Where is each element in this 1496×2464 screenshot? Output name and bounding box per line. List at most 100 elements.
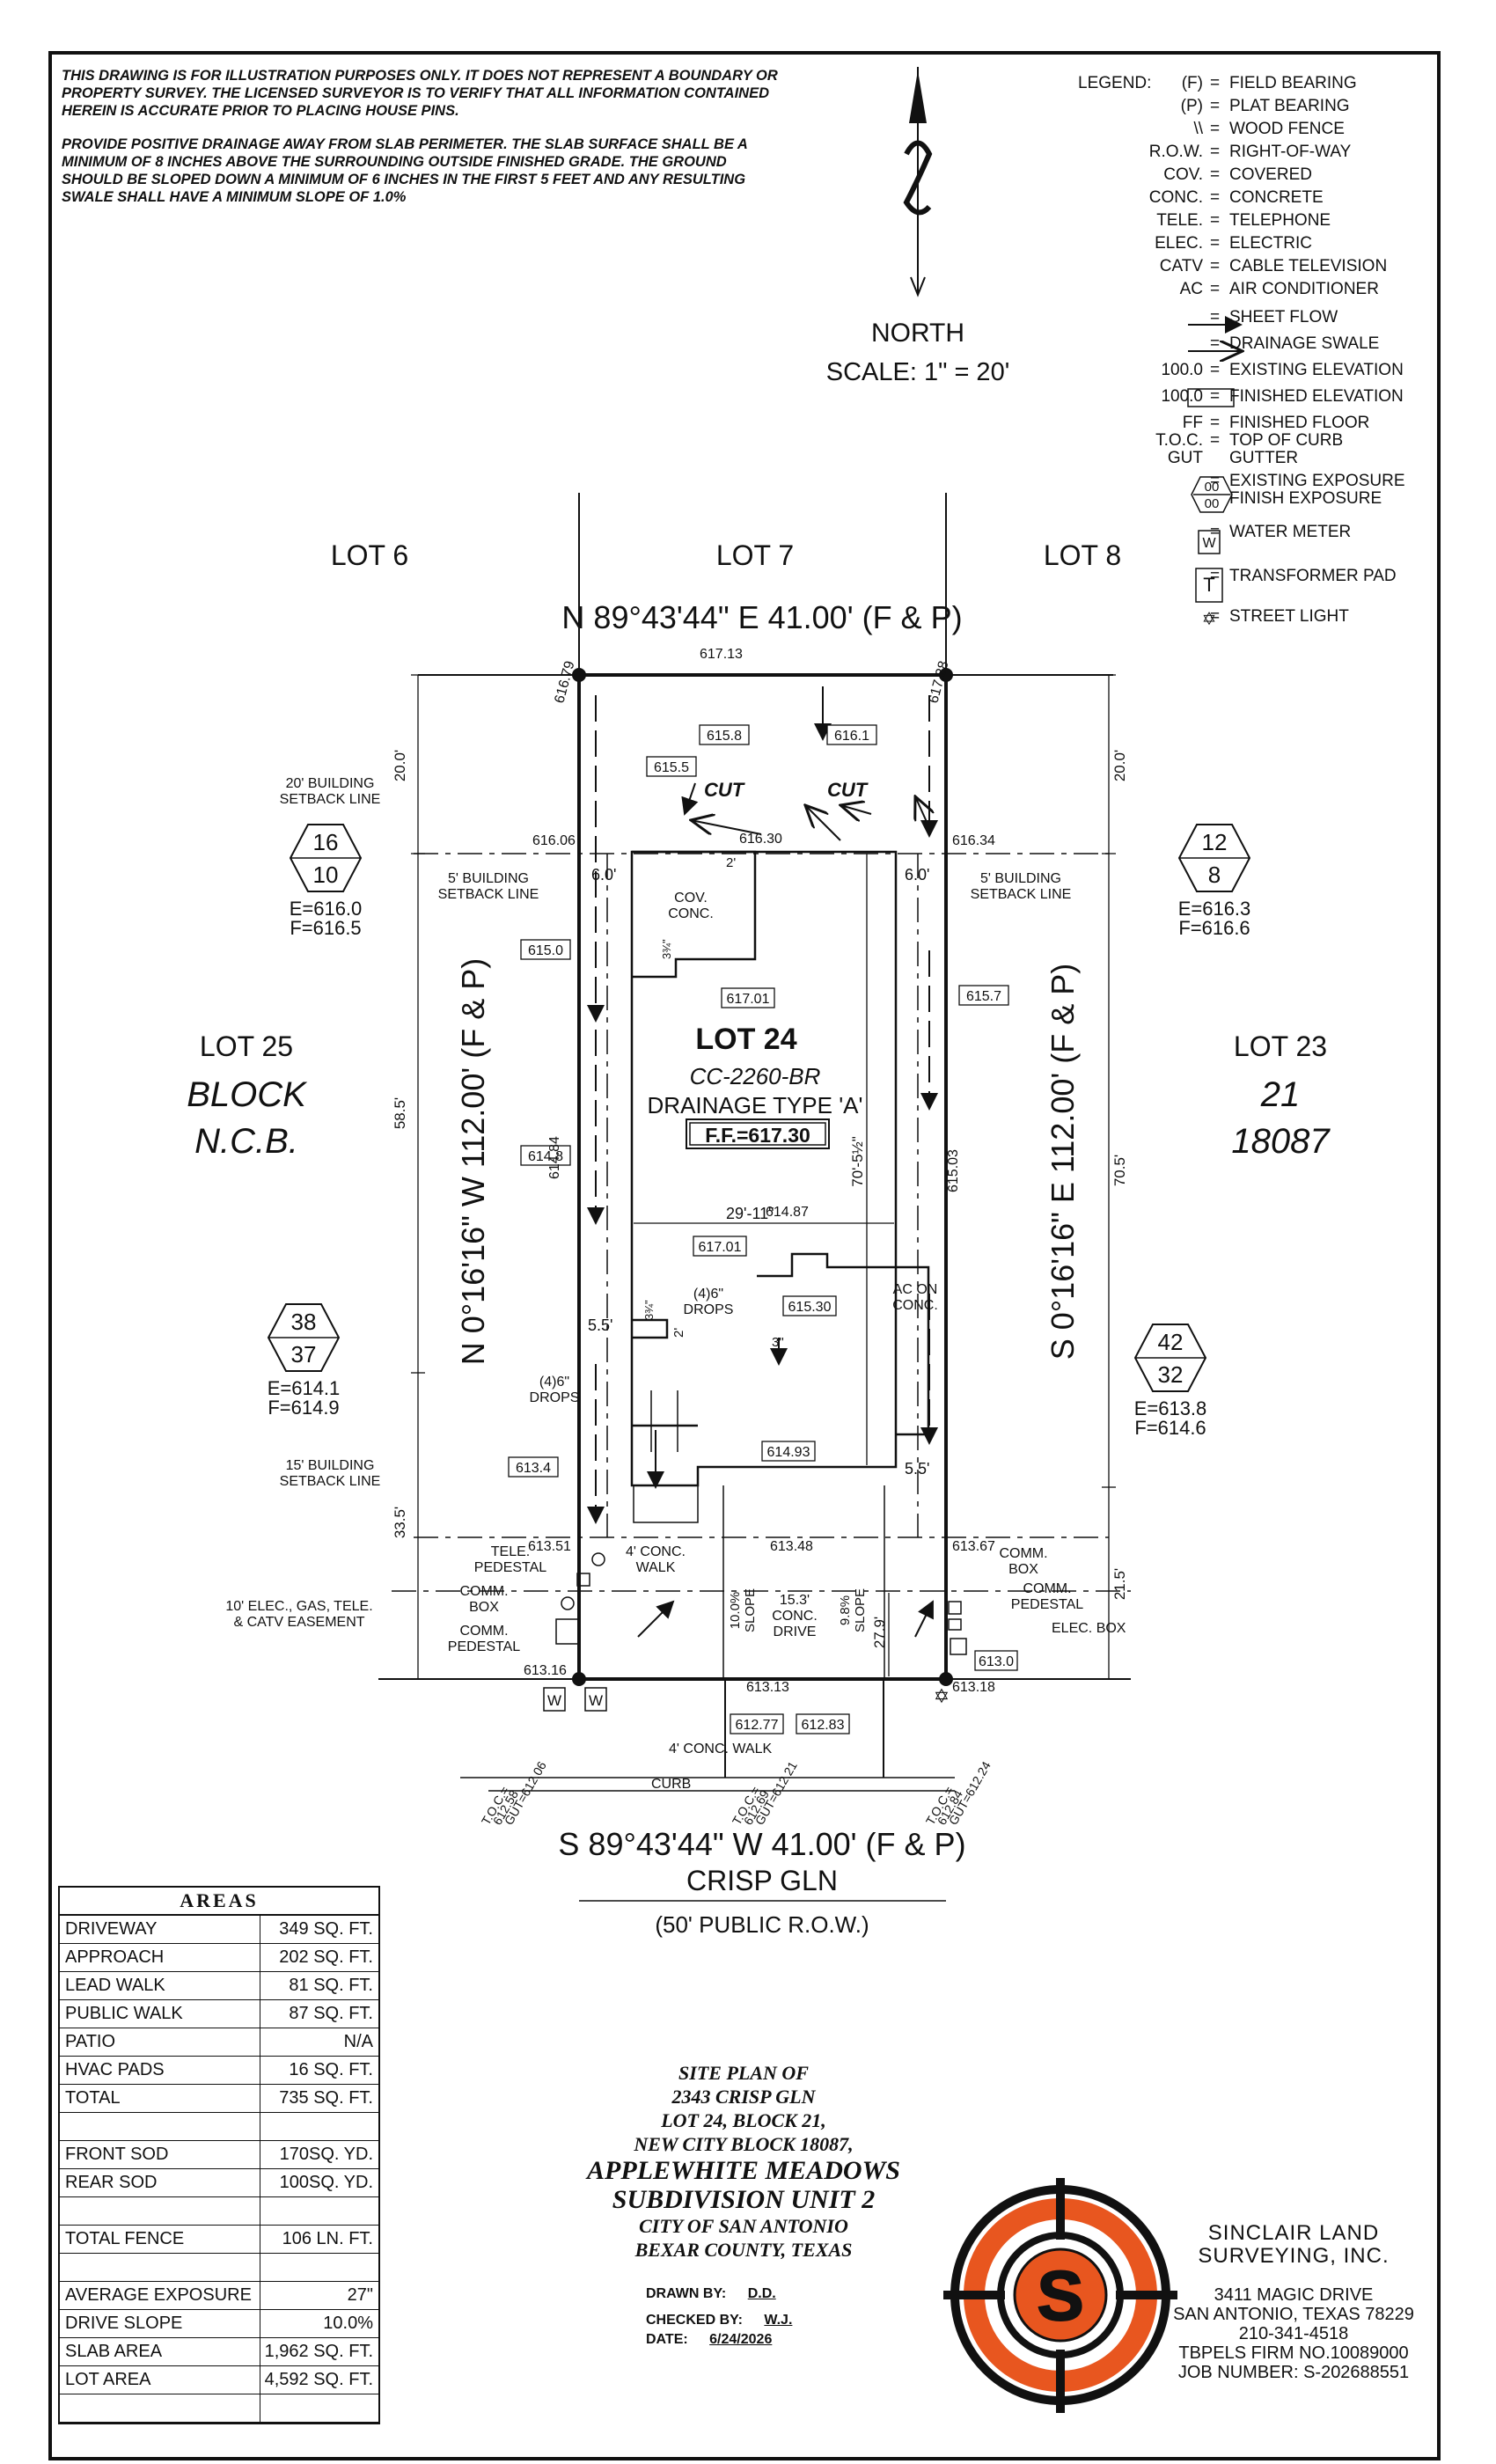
- areas-row-value: 81 SQ. FT.: [289, 1976, 373, 1995]
- easement-label: 10' ELEC., GAS, TELE.& CATV EASEMENT: [225, 1599, 372, 1630]
- finished-floor: F.F.=617.30: [705, 1124, 810, 1147]
- spot-elevation: 617.28: [926, 659, 951, 705]
- comm-box-right-label: COMM.BOX: [999, 1546, 1047, 1577]
- spot-elevation: 613.51: [528, 1539, 571, 1554]
- dim-side-left: 6.0': [591, 866, 616, 884]
- legend-row: =SHEET FLOW: [1078, 308, 1448, 329]
- legend-row: COV.=COVERED: [1078, 165, 1448, 187]
- spot-elevation: 614.87: [766, 1205, 809, 1220]
- legend-description: FINISH EXPOSURE: [1229, 489, 1382, 508]
- date: DATE: 6/24/2026: [646, 2332, 875, 2348]
- legend-row: (P)=PLAT BEARING: [1078, 97, 1448, 118]
- areas-row-label: LEAD WALK: [60, 1972, 260, 1999]
- exposure-elevation: F=616.6: [1178, 917, 1250, 939]
- legend-title: LEGEND:: [1078, 74, 1152, 92]
- drawn-by-value: D.D.: [747, 2286, 776, 2301]
- exposure-value: 38: [291, 1309, 317, 1335]
- legend-equals: =: [1210, 414, 1221, 432]
- elevation-value: 615.7: [966, 989, 1001, 1004]
- legend-symbol: 100.0: [1161, 361, 1203, 379]
- dim-front-setback-left: 20.0': [392, 750, 408, 781]
- legend-symbol: AC: [1179, 280, 1203, 298]
- dim-3-in: 3": [772, 1335, 784, 1350]
- legend-description: FINISHED ELEVATION: [1229, 387, 1404, 406]
- legend-row: ELEC.=ELECTRIC: [1078, 234, 1448, 255]
- company-name-line-2: SURVEYING, INC.: [1198, 2244, 1390, 2268]
- house-slab: [630, 850, 930, 1487]
- areas-row-label: [60, 2197, 260, 2225]
- legend-symbol: 100.0: [1161, 387, 1203, 406]
- elevation-value: 613.0: [979, 1654, 1014, 1669]
- elevation-box: [646, 756, 697, 777]
- lot-lines: [378, 493, 1131, 1902]
- areas-row-label: PATIO: [60, 2028, 260, 2056]
- south-line-bearing: S 89°43'44" W 41.00' (F & P): [558, 1826, 965, 1862]
- lot-7-label: LOT 7: [716, 539, 794, 571]
- elevation-box: [520, 939, 571, 960]
- exposure-value: 32: [1158, 1361, 1184, 1388]
- areas-row-label: TOTAL: [60, 2085, 260, 2112]
- areas-row-label: AVERAGE EXPOSURE: [60, 2282, 260, 2309]
- lot-23-label: LOT 23: [1234, 1030, 1327, 1062]
- areas-row-value: [260, 2113, 378, 2140]
- title-block: SITE PLAN OF 2343 CRISP GLN LOT 24, BLOC…: [524, 2061, 964, 2262]
- legend-equals: =: [1210, 431, 1221, 450]
- general-notes: THIS DRAWING IS FOR ILLUSTRATION PURPOSE…: [62, 67, 783, 222]
- elevation-value: 613.4: [516, 1461, 551, 1476]
- spot-elevation: 613.48: [770, 1539, 813, 1554]
- legend-symbol: GUT: [1167, 449, 1203, 467]
- areas-row-label: REAR SOD: [60, 2169, 260, 2196]
- legend-row: 00=EXISTING EXPOSURE: [1078, 472, 1448, 493]
- legend-description: CONCRETE: [1229, 188, 1324, 207]
- lot-8-label: LOT 8: [1044, 539, 1121, 571]
- date-label: DATE:: [646, 2332, 688, 2347]
- dim-2-b: 2': [671, 1328, 686, 1338]
- elevation-value: 614.93: [767, 1445, 810, 1460]
- legend-symbol: R.O.W.: [1148, 143, 1203, 161]
- title-line-1: SITE PLAN OF: [678, 2062, 809, 2084]
- areas-row: LEAD WALK 81 SQ. FT.: [60, 1972, 378, 2000]
- cut-label-right: CUT: [827, 779, 869, 801]
- elevation-value: 612.83: [802, 1718, 845, 1733]
- spot-elevation: 613.16: [524, 1663, 567, 1678]
- spot-elevation: 617.13: [700, 647, 743, 662]
- legend-row: TELE.=TELEPHONE: [1078, 211, 1448, 232]
- legend-equals: =: [1210, 257, 1221, 275]
- areas-row-label: PUBLIC WALK: [60, 2000, 260, 2028]
- areas-row-label: HVAC PADS: [60, 2057, 260, 2084]
- public-walk-label: 4' CONC. WALK: [669, 1742, 772, 1756]
- legend-equals: =: [1210, 387, 1221, 406]
- legend-row: (F)=FIELD BEARING: [1078, 74, 1448, 95]
- areas-row: [60, 2394, 378, 2423]
- exposure-elevation: F=614.6: [1134, 1417, 1206, 1439]
- spot-elevation: 616.06: [532, 833, 576, 848]
- utility-symbols: [543, 1552, 967, 1712]
- title-line-2: 2343 CRISP GLN: [671, 2086, 816, 2108]
- title-line-5: APPLEWHITE MEADOWS: [587, 2156, 900, 2185]
- north-arrow-icon: [903, 67, 933, 297]
- exposure-elevation: F=616.5: [290, 917, 361, 939]
- areas-row-value: N/A: [343, 2032, 373, 2051]
- elevation-box: [796, 1713, 850, 1734]
- covered-concrete-label: COV.CONC.: [668, 891, 714, 921]
- legend-symbol: CONC.: [1148, 188, 1203, 207]
- areas-row-value: [260, 2394, 378, 2422]
- dimension-lines: [411, 674, 1116, 1680]
- north-line-bearing: N 89°43'44" E 41.00' (F & P): [561, 599, 962, 635]
- comm-pedestal-left-label: COMM.PEDESTAL: [448, 1624, 521, 1654]
- exposure-elevation: F=614.9: [268, 1397, 339, 1419]
- dim-house-width: 29'-11": [726, 1205, 774, 1222]
- legend-row: CATV=CABLE TELEVISION: [1078, 257, 1448, 278]
- legend-row: \\=WOOD FENCE: [1078, 120, 1448, 141]
- legend-description: STREET LIGHT: [1229, 607, 1349, 626]
- ncb-number: 18087: [1231, 1122, 1331, 1161]
- east-line-bearing: S 0°16'16" E 112.00' (F & P): [1045, 964, 1081, 1360]
- legend-description: TELEPHONE: [1229, 211, 1331, 230]
- legend-row: 100.0=EXISTING ELEVATION: [1078, 361, 1448, 382]
- areas-row-value: 4,592 SQ. FT.: [264, 2370, 373, 2389]
